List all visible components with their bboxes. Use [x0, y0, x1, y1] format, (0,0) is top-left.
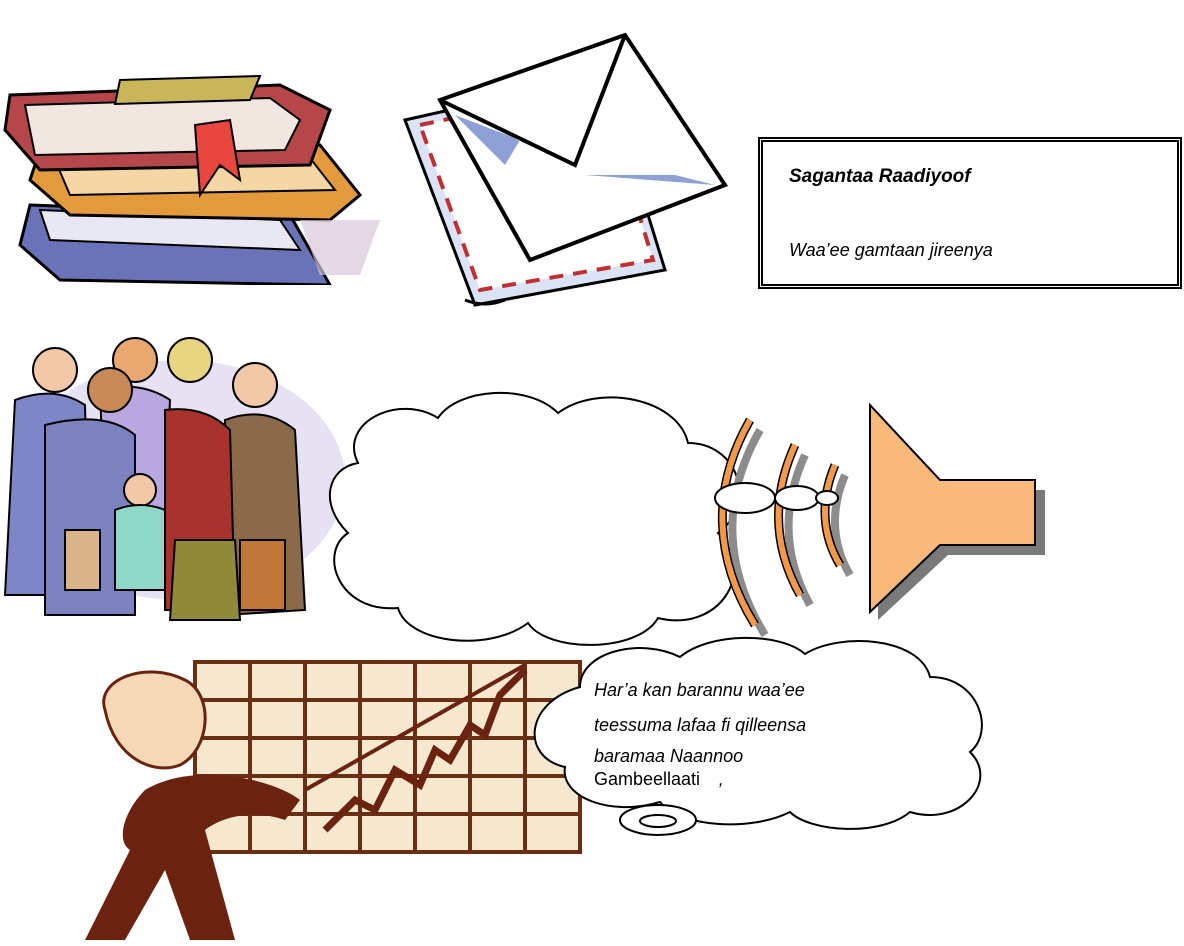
- cloud-line-2: teessuma lafaa fi qilleensa: [594, 715, 807, 735]
- title-subtitle: Waa’ee gamtaan jireenya: [789, 240, 993, 260]
- speech-cloud-text: Har’a kan barannu waa’ee teessuma lafaa …: [594, 673, 924, 789]
- cloud-trailing-mark: ‚: [719, 769, 724, 789]
- cloud-line-1: Har’a kan barannu waa’ee: [594, 680, 805, 700]
- books-icon: [0, 70, 380, 285]
- presenter-chart-icon: [85, 640, 585, 946]
- title-box: Sagantaa Raadiyoof Waa’ee gamtaan jireen…: [758, 137, 1182, 289]
- loudspeaker-icon: [700, 400, 1060, 640]
- empty-thought-cloud: [318, 383, 758, 653]
- cloud-line-4: Gambeellaati: [594, 769, 701, 789]
- cloud-line-4-row: Gambeellaati ‚: [594, 769, 924, 789]
- speech-cloud: [520, 632, 995, 837]
- cloud-line-3: baramaa Naannoo: [594, 746, 744, 766]
- title-heading: Sagantaa Raadiyoof: [789, 166, 971, 187]
- envelope-icon: [395, 15, 740, 310]
- people-group-icon: [0, 330, 345, 660]
